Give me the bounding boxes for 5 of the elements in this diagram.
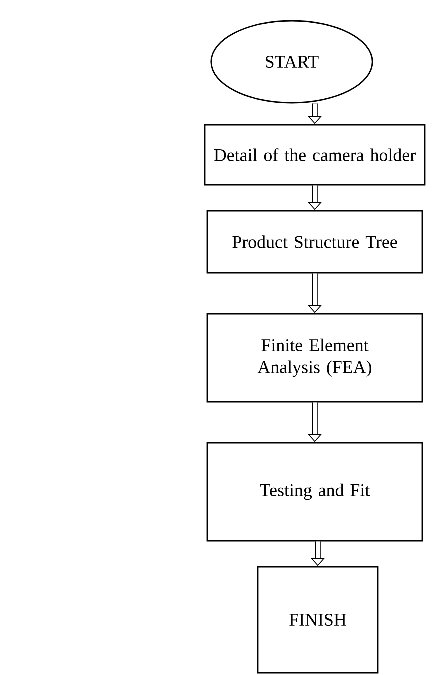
process-box: Product Structure Tree [206,210,424,274]
process-box: Finite Element Analysis (FEA) [206,313,424,403]
process-box: Detail of the camera holder [204,124,426,186]
process-box: Testing and Fit [206,442,424,542]
process-box: FINISH [257,566,379,674]
